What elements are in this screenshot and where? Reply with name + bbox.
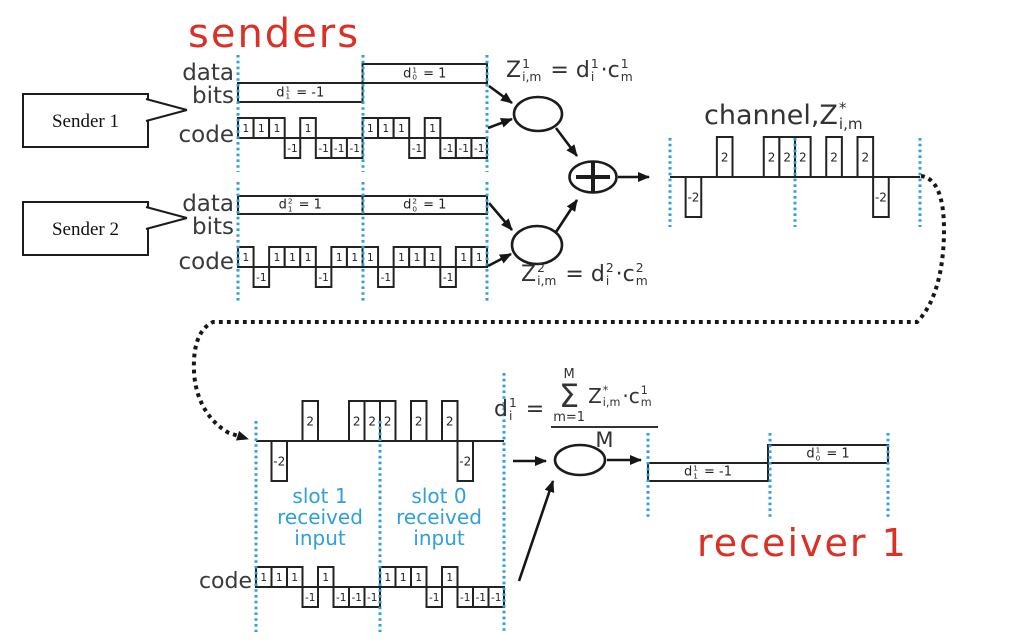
chip-value-label: 1: [367, 123, 374, 135]
chip-value-label: -2: [273, 454, 285, 468]
chip-value-label: 2: [861, 150, 869, 164]
chip-value-label: 2: [415, 414, 423, 428]
channel-signal-waveform: [670, 136, 920, 218]
chip-value-label: 2: [783, 150, 791, 164]
chip-value-label: -1: [349, 143, 359, 155]
chip-value-label: 1: [276, 572, 283, 584]
receiver-data-bits-waveform: [647, 444, 889, 482]
chip-value-label: 1: [258, 123, 265, 135]
chip-value-label: -1: [429, 592, 439, 604]
flow-arrow: [554, 199, 579, 233]
chip-value-label: -1: [381, 272, 391, 284]
flow-arrow: [517, 480, 555, 582]
chip-value-label: 1: [336, 252, 343, 264]
multiplier-1-circle: [512, 95, 564, 133]
chip-value-label: 1: [446, 572, 453, 584]
sender2-data-bits-waveform: [237, 195, 488, 215]
chip-value-label: -1: [287, 143, 297, 155]
chip-value-label: 1: [398, 123, 405, 135]
chip-value-label: -2: [459, 454, 471, 468]
chip-value-label: 1: [242, 123, 249, 135]
chip-value-label: 2: [768, 150, 776, 164]
circles-layer: [510, 95, 618, 477]
chip-value-label: 1: [289, 252, 296, 264]
chip-value-label: 2: [368, 414, 376, 428]
chip-value-label: 1: [415, 572, 422, 584]
chip-value-label: 1: [322, 572, 329, 584]
receiver-code-waveform: [255, 566, 505, 608]
chip-value-label: 1: [429, 123, 436, 135]
flow-arrow: [554, 127, 579, 157]
flow-arrow: [488, 202, 513, 231]
chip-value-label: 1: [414, 252, 421, 264]
plus-icon: [576, 161, 610, 193]
chip-value-label: 1: [367, 252, 374, 264]
chip-value-label: 1: [398, 252, 405, 264]
chip-value-label: -1: [367, 592, 377, 604]
chip-value-label: -1: [352, 592, 362, 604]
chip-value-label: 1: [274, 252, 281, 264]
chip-value-label: -1: [256, 272, 266, 284]
chip-value-label: 1: [260, 572, 267, 584]
multiplier-2-circle: [510, 224, 564, 266]
chip-value-label: 2: [721, 150, 729, 164]
flow-arrow: [487, 117, 513, 130]
chip-value-label: 2: [830, 150, 838, 164]
chip-value-label: -1: [491, 592, 501, 604]
chip-value-label: -1: [458, 143, 468, 155]
callouts-layer: [22, 93, 188, 256]
chip-value-label: 1: [383, 123, 390, 135]
chip-value-label: -1: [318, 272, 328, 284]
chip-value-label: -1: [412, 143, 422, 155]
chip-value-label: -1: [443, 272, 453, 284]
sender1-code-waveform: [237, 117, 488, 159]
chip-value-label: 2: [306, 414, 314, 428]
flow-arrow: [488, 84, 513, 105]
chip-value-label: -1: [476, 592, 486, 604]
chip-value-label: 2: [353, 414, 361, 428]
chip-value-label: 1: [305, 252, 312, 264]
chip-value-label: -2: [687, 190, 699, 204]
chip-value-label: 2: [799, 150, 807, 164]
receiver-multiplier-circle: [553, 443, 607, 477]
chip-value-label: 1: [305, 123, 312, 135]
chip-value-label: 1: [460, 252, 467, 264]
chip-value-label: 1: [400, 572, 407, 584]
chip-value-label: -1: [474, 143, 484, 155]
chip-value-label: -1: [443, 143, 453, 155]
sender1-callout: [22, 93, 188, 148]
blue-layer: [236, 55, 922, 632]
sender2-callout: [22, 201, 188, 256]
chip-value-label: 1: [274, 123, 281, 135]
chip-value-label: -1: [305, 592, 315, 604]
chip-value-label: -1: [460, 592, 470, 604]
chip-value-label: 1: [242, 252, 249, 264]
dotted-layer: [191, 174, 947, 441]
chip-value-label: 2: [384, 414, 392, 428]
chip-value-label: -1: [334, 143, 344, 155]
chip-value-label: 1: [384, 572, 391, 584]
chip-value-label: 1: [429, 252, 436, 264]
chip-value-label: 1: [476, 252, 483, 264]
channel-to-receiver-dotted-connector: [191, 174, 947, 441]
chip-value-label: 1: [291, 572, 298, 584]
chip-value-label: 1: [351, 252, 358, 264]
flow-arrow: [487, 252, 512, 268]
chip-value-label: -1: [318, 143, 328, 155]
chip-value-label: -1: [336, 592, 346, 604]
chip-value-label: 2: [446, 414, 454, 428]
chip-value-label: -2: [875, 190, 887, 204]
arrows-layer: [487, 84, 650, 582]
sender2-code-waveform: [237, 246, 488, 288]
